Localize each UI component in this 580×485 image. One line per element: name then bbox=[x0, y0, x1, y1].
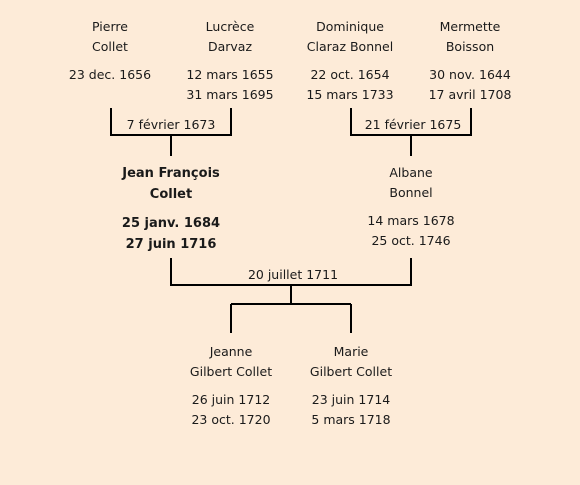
connector-to-children bbox=[230, 285, 352, 333]
person-birth-date: 30 nov. 1644 bbox=[429, 67, 511, 82]
person-pierre-collet: Pierre Collet 23 dec. 1656 bbox=[40, 17, 180, 85]
person-last-name: Claraz Bonnel bbox=[306, 39, 394, 54]
person-mermette-boisson: Mermette Boisson 30 nov. 1644 17 avril 1… bbox=[400, 17, 540, 105]
person-last-name: Bonnel bbox=[389, 185, 433, 200]
person-birth-date: 25 janv. 1684 bbox=[121, 216, 221, 231]
person-death-date: 27 juin 1716 bbox=[125, 237, 217, 252]
person-first-name: Jean François bbox=[122, 166, 220, 181]
person-death-date: 17 avril 1708 bbox=[428, 87, 512, 102]
person-first-name: Albane bbox=[389, 165, 433, 180]
person-albane-bonnel: Albane Bonnel 14 mars 1678 25 oct. 1746 bbox=[341, 163, 481, 251]
person-last-name: Darvaz bbox=[207, 39, 253, 54]
person-last-name: Collet bbox=[92, 39, 128, 54]
person-last-name: Gilbert Collet bbox=[309, 364, 393, 379]
person-last-name: Collet bbox=[149, 187, 193, 202]
person-first-name: Marie bbox=[333, 344, 369, 359]
marriage-date-jean-francois-albane: 20 juillet 1711 bbox=[241, 267, 345, 283]
marriage-date-dominique-mermette: 21 février 1675 bbox=[359, 117, 467, 133]
person-birth-date: 23 dec. 1656 bbox=[68, 67, 152, 82]
marriage-date-pierre-lucrece: 7 février 1673 bbox=[121, 117, 221, 133]
person-birth-date: 26 juin 1712 bbox=[191, 392, 271, 407]
person-dominique-claraz-bonnel: Dominique Claraz Bonnel 22 oct. 1654 15 … bbox=[280, 17, 420, 105]
person-first-name: Lucrèce bbox=[205, 19, 255, 34]
person-death-date: 31 mars 1695 bbox=[186, 87, 274, 102]
person-death-date: 5 mars 1718 bbox=[311, 412, 391, 427]
person-birth-date: 12 mars 1655 bbox=[186, 67, 274, 82]
person-birth-date: 14 mars 1678 bbox=[367, 213, 455, 228]
person-death-date: 15 mars 1733 bbox=[306, 87, 394, 102]
person-lucrece-darvaz: Lucrèce Darvaz 12 mars 1655 31 mars 1695 bbox=[160, 17, 300, 105]
person-first-name: Dominique bbox=[316, 19, 384, 34]
person-first-name: Pierre bbox=[92, 19, 128, 34]
person-last-name: Boisson bbox=[445, 39, 495, 54]
person-jean-francois-collet: Jean François Collet 25 janv. 1684 27 ju… bbox=[101, 163, 241, 255]
person-last-name: Gilbert Collet bbox=[189, 364, 273, 379]
person-marie-gilbert-collet: Marie Gilbert Collet 23 juin 1714 5 mars… bbox=[281, 342, 421, 430]
person-first-name: Jeanne bbox=[209, 344, 253, 359]
person-death-date: 25 oct. 1746 bbox=[371, 233, 451, 248]
person-death-date: 23 oct. 1720 bbox=[191, 412, 271, 427]
person-birth-date: 23 juin 1714 bbox=[311, 392, 391, 407]
person-birth-date: 22 oct. 1654 bbox=[310, 67, 390, 82]
person-first-name: Mermette bbox=[439, 19, 501, 34]
person-jeanne-gilbert-collet: Jeanne Gilbert Collet 26 juin 1712 23 oc… bbox=[161, 342, 301, 430]
